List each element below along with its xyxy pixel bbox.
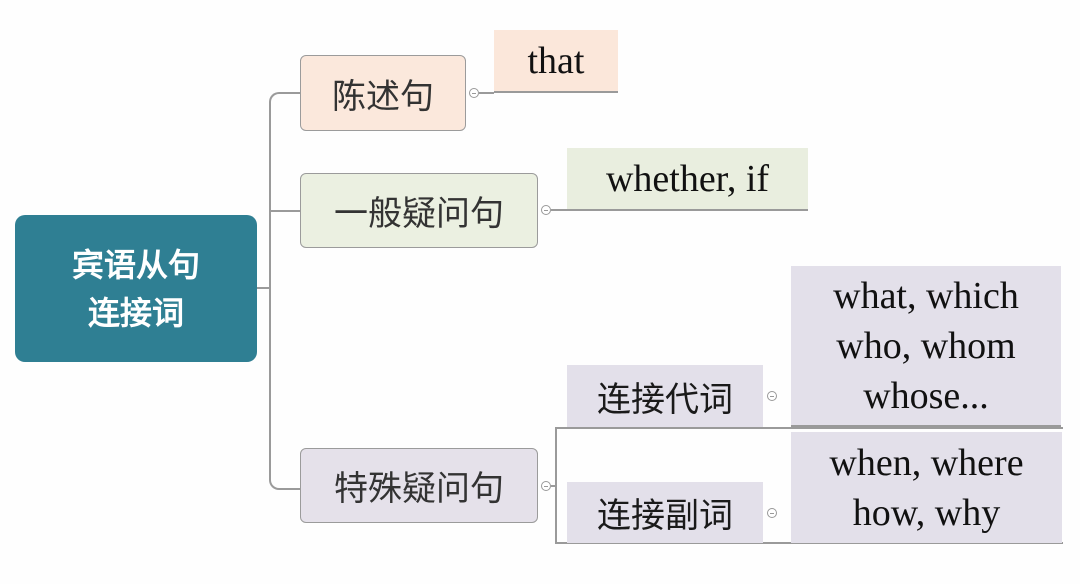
root-node[interactable]: 宾语从句 连接词 [15,215,257,362]
sub-connective-pronoun[interactable]: 连接代词 [567,365,763,427]
leaf-text: how, why [852,491,1001,534]
sub-connective-pronoun-label: 连接代词 [597,379,733,420]
trunk-top [269,92,302,290]
collapse-icon[interactable] [767,391,777,401]
branch-general-question[interactable]: 一般疑问句 [300,173,538,248]
trunk-bottom [269,287,302,490]
branch-declarative[interactable]: 陈述句 [300,55,466,131]
connector [479,92,494,94]
leaf-text: who, whom [836,324,1016,367]
leaf-text: when, where [829,441,1024,484]
sub-bracket [555,427,1063,544]
root-connector [257,287,271,289]
connector [551,209,567,211]
leaf-pronouns[interactable]: what, which who, whom whose... [791,266,1061,427]
connector [551,485,556,487]
collapse-icon[interactable] [541,205,551,215]
branch-general-question-label: 一般疑问句 [334,194,504,234]
leaf-text: whose... [863,374,989,417]
leaf-text: what, which [833,274,1019,317]
trunk-mid [269,210,300,232]
sub-connective-adverb-label: 连接副词 [597,496,733,536]
collapse-icon[interactable] [767,508,777,518]
branch-special-question-label: 特殊疑问句 [334,469,504,509]
leaf-that[interactable]: that [494,30,618,93]
collapse-icon[interactable] [541,481,551,491]
branch-declarative-label: 陈述句 [332,76,434,117]
branch-special-question[interactable]: 特殊疑问句 [300,448,538,523]
branch2-connector [269,210,300,212]
leaf-text: that [527,39,585,82]
sub-connective-adverb[interactable]: 连接副词 [567,482,763,543]
leaf-adverbs[interactable]: when, where how, why [791,432,1062,543]
leaf-whether-if[interactable]: whether, if [567,148,808,211]
root-title-line2: 连接词 [87,293,184,332]
leaf-text: whether, if [605,157,770,200]
collapse-icon[interactable] [469,88,479,98]
root-title-line1: 宾语从句 [71,245,200,284]
